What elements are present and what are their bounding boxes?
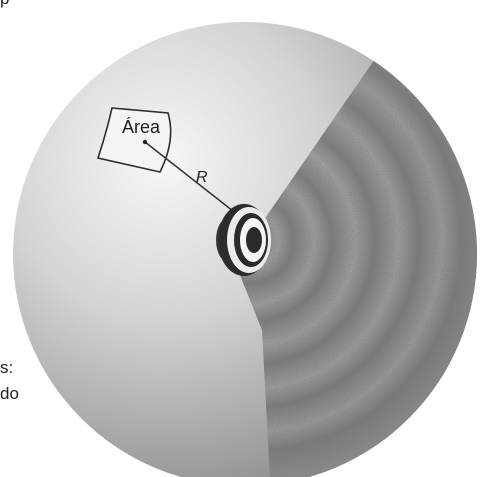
cropped-side-text-2: do <box>0 384 19 403</box>
area-center-dot <box>142 139 148 145</box>
cropped-top-text: p <box>0 0 9 9</box>
radius-label: R <box>196 169 208 186</box>
area-patch-icon <box>96 107 172 173</box>
radius-line <box>144 141 248 223</box>
speaker-icon <box>216 204 271 276</box>
area-label: Área <box>122 117 161 137</box>
cropped-side-text-1: s: <box>0 358 14 377</box>
